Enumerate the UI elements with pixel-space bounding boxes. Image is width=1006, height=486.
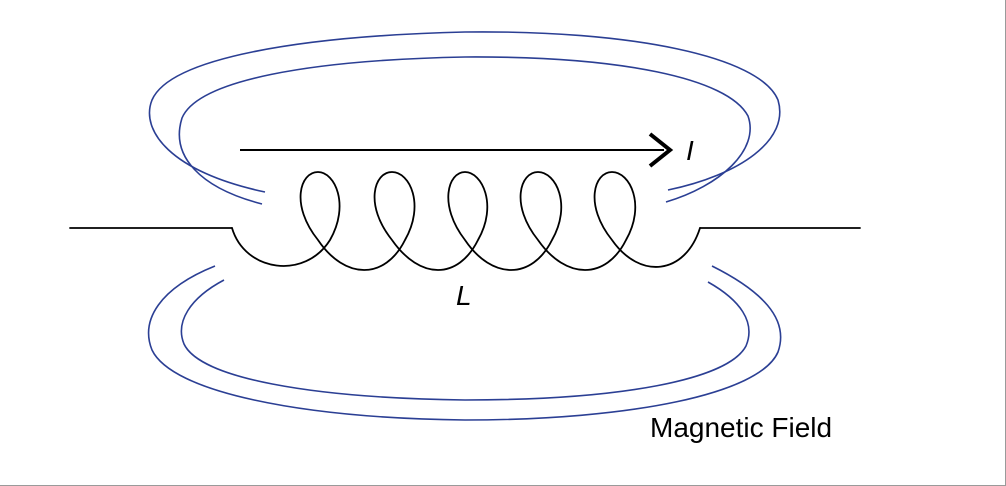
- inductor-coil: [69, 171, 861, 271]
- inductor-label: L: [456, 280, 472, 311]
- upper-field-lines: [148, 31, 781, 205]
- current-arrow-head: [648, 132, 674, 168]
- upper-field-line-outer: [148, 31, 781, 193]
- coil-winding: [231, 171, 701, 271]
- lower-field-lines: [147, 265, 782, 421]
- lower-field-line-outer: [147, 265, 782, 421]
- magnetic-field-label: Magnetic Field: [650, 412, 832, 443]
- lower-field-line-inner: [180, 279, 750, 401]
- current-arrow: [240, 132, 674, 168]
- upper-field-line-inner: [178, 56, 751, 205]
- current-label: I: [686, 135, 694, 166]
